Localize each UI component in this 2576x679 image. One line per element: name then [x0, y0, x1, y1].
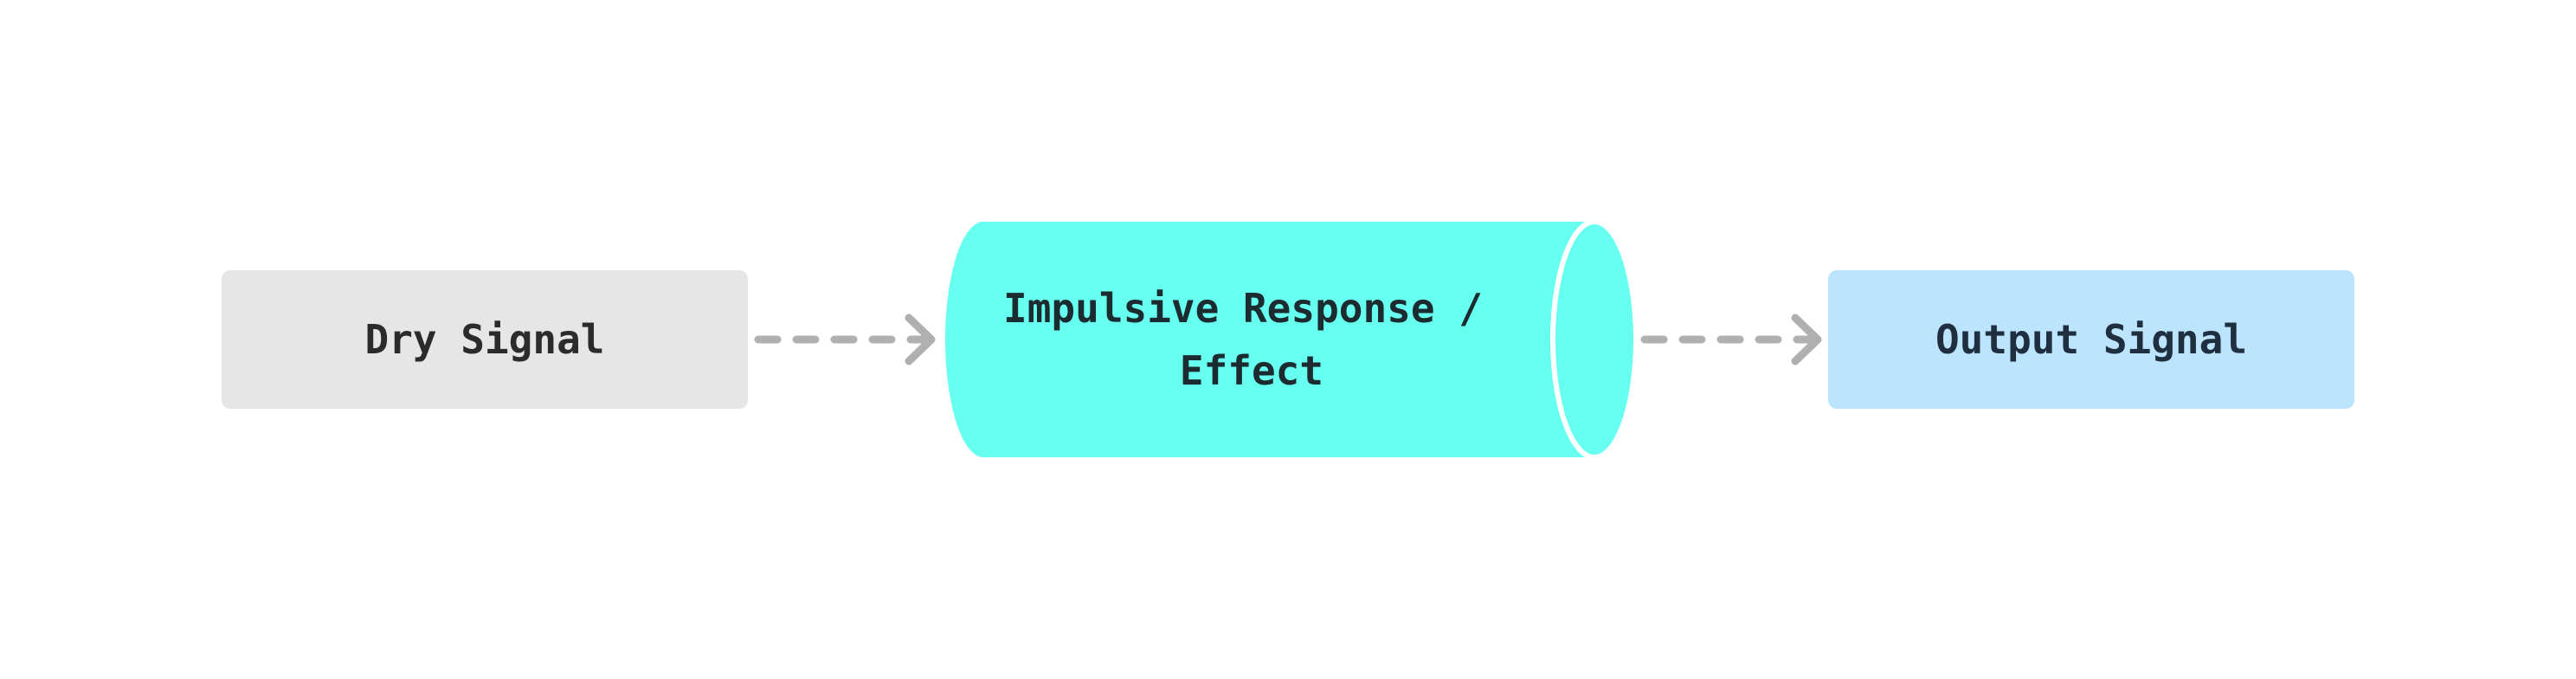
- arrowhead-icon: [905, 314, 936, 365]
- arrowhead-icon: [1791, 314, 1822, 365]
- effect-cylinder-body: [945, 222, 1586, 457]
- effect-label-line2: Effect: [1180, 347, 1323, 394]
- effect-cylinder-cap: [1550, 219, 1639, 460]
- dry-signal-node: Dry Signal: [222, 270, 748, 409]
- edge-effect-to-output: [1640, 314, 1822, 365]
- effect-label-line1: Impulsive Response /: [1003, 285, 1483, 332]
- edge-dry-to-effect: [754, 314, 936, 365]
- output-signal-box: [1828, 270, 2354, 409]
- dry-signal-box: [222, 270, 748, 409]
- dry-signal-label: Dry Signal: [365, 316, 605, 363]
- output-signal-node: Output Signal: [1828, 270, 2354, 409]
- output-signal-label: Output Signal: [1935, 316, 2247, 363]
- effect-node: Impulsive Response / Effect: [945, 219, 1639, 460]
